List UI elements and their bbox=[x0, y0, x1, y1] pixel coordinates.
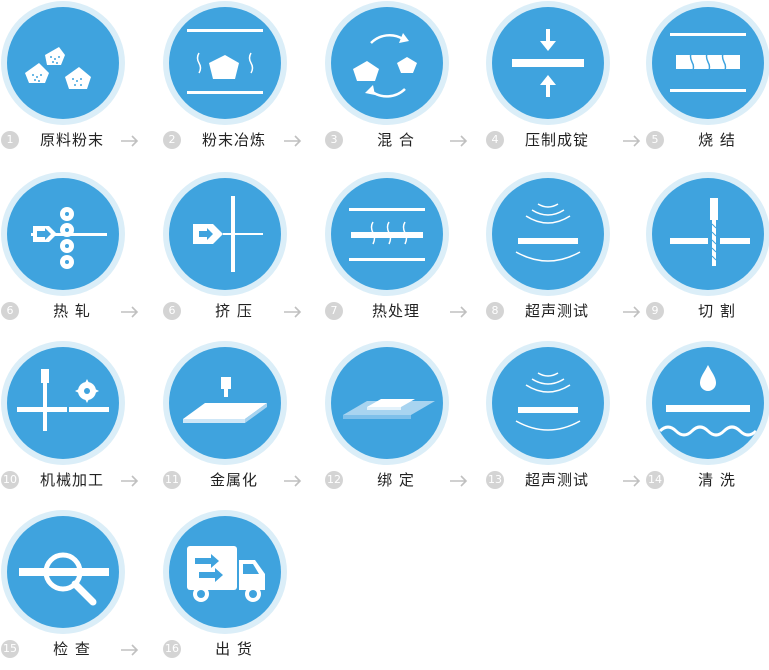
step-number-badge: 14 bbox=[646, 471, 664, 489]
machining-icon bbox=[17, 369, 109, 431]
arrow-right-icon bbox=[622, 134, 642, 148]
step-16: 16 出 货 bbox=[163, 510, 293, 670]
arrow-right-icon bbox=[622, 305, 642, 319]
step-number-badge: 13 bbox=[486, 471, 504, 489]
step-label: 压制成锭 bbox=[524, 131, 589, 149]
heat-treatment-icon bbox=[349, 208, 425, 261]
step-9: 9 切 割 bbox=[646, 172, 769, 332]
step-10: 10 机械加工 bbox=[1, 341, 131, 501]
step-number-badge: 3 bbox=[325, 131, 343, 149]
cleaning-icon bbox=[658, 365, 758, 437]
arrow-right-icon bbox=[449, 134, 469, 148]
press-icon bbox=[512, 29, 584, 97]
arrow-right-icon bbox=[283, 134, 303, 148]
step-label: 检 查 bbox=[53, 640, 91, 658]
step-number-badge: 16 bbox=[163, 640, 181, 658]
step-11: 11 金属化 bbox=[163, 341, 293, 501]
delivery-truck-icon bbox=[187, 546, 265, 602]
step-number-badge: 7 bbox=[325, 302, 343, 320]
arrow-right-icon bbox=[120, 134, 140, 148]
step-label: 原料粉末 bbox=[39, 131, 104, 149]
step-5: 5 烧 结 bbox=[646, 1, 769, 161]
extrusion-icon bbox=[193, 196, 263, 272]
powder-piles-icon bbox=[25, 47, 91, 89]
arrow-right-icon bbox=[283, 305, 303, 319]
inspection-icon bbox=[19, 552, 109, 606]
step-label: 热 轧 bbox=[53, 302, 91, 320]
arrow-right-icon bbox=[120, 305, 140, 319]
powder-mixing-icon bbox=[353, 33, 417, 98]
step-label: 超声测试 bbox=[524, 302, 589, 320]
step-3: 3 混 合 bbox=[325, 1, 455, 161]
step-number-badge: 10 bbox=[1, 471, 19, 489]
step-7: 7 热处理 bbox=[325, 172, 455, 332]
powder-heating-icon bbox=[187, 29, 263, 94]
step-8: 8 超声测试 bbox=[486, 172, 616, 332]
ultrasonic-test-icon bbox=[515, 203, 581, 262]
bonding-icon bbox=[343, 399, 435, 419]
step-label: 切 割 bbox=[698, 302, 736, 320]
step-2: 2 粉末冶炼 bbox=[163, 1, 293, 161]
step-6-extrusion: 6 挤 压 bbox=[163, 172, 293, 332]
cutting-icon bbox=[670, 198, 750, 266]
step-label: 出 货 bbox=[215, 640, 253, 658]
step-13: 13 超声测试 bbox=[486, 341, 616, 501]
arrow-right-icon bbox=[449, 305, 469, 319]
hot-rolling-icon bbox=[31, 207, 107, 269]
step-number-badge: 9 bbox=[646, 302, 664, 320]
step-label: 混 合 bbox=[377, 131, 415, 149]
step-number-badge: 6 bbox=[163, 302, 181, 320]
arrow-right-icon bbox=[120, 474, 140, 488]
step-number-badge: 5 bbox=[646, 131, 664, 149]
step-label: 粉末冶炼 bbox=[201, 131, 266, 149]
step-label: 热处理 bbox=[371, 302, 420, 320]
arrow-right-icon bbox=[622, 474, 642, 488]
step-number-badge: 1 bbox=[1, 131, 19, 149]
step-label: 烧 结 bbox=[698, 131, 736, 149]
step-number-badge: 11 bbox=[163, 471, 181, 489]
step-number-badge: 15 bbox=[1, 640, 19, 658]
step-number-badge: 8 bbox=[486, 302, 504, 320]
step-14: 14 清 洗 bbox=[646, 341, 769, 501]
step-number-badge: 12 bbox=[325, 471, 343, 489]
step-number-badge: 4 bbox=[486, 131, 504, 149]
ultrasonic-test-icon bbox=[515, 372, 581, 431]
metallization-icon bbox=[183, 377, 267, 423]
step-label: 超声测试 bbox=[524, 471, 589, 489]
arrow-right-icon bbox=[449, 474, 469, 488]
step-number-badge: 6 bbox=[1, 302, 19, 320]
arrow-right-icon bbox=[283, 474, 303, 488]
step-12: 12 绑 定 bbox=[325, 341, 455, 501]
sintering-icon bbox=[670, 33, 746, 92]
step-label: 清 洗 bbox=[698, 471, 736, 489]
step-label: 绑 定 bbox=[377, 471, 415, 489]
step-4: 4 压制成锭 bbox=[486, 1, 616, 161]
step-number-badge: 2 bbox=[163, 131, 181, 149]
step-6-hot-rolling: 6 热 轧 bbox=[1, 172, 131, 332]
arrow-right-icon bbox=[120, 643, 140, 657]
step-label: 金属化 bbox=[209, 471, 258, 489]
step-15: 15 检 查 bbox=[1, 510, 131, 670]
step-label: 挤 压 bbox=[215, 302, 253, 320]
step-1: 1 原料粉末 bbox=[1, 1, 131, 161]
step-label: 机械加工 bbox=[39, 471, 104, 489]
